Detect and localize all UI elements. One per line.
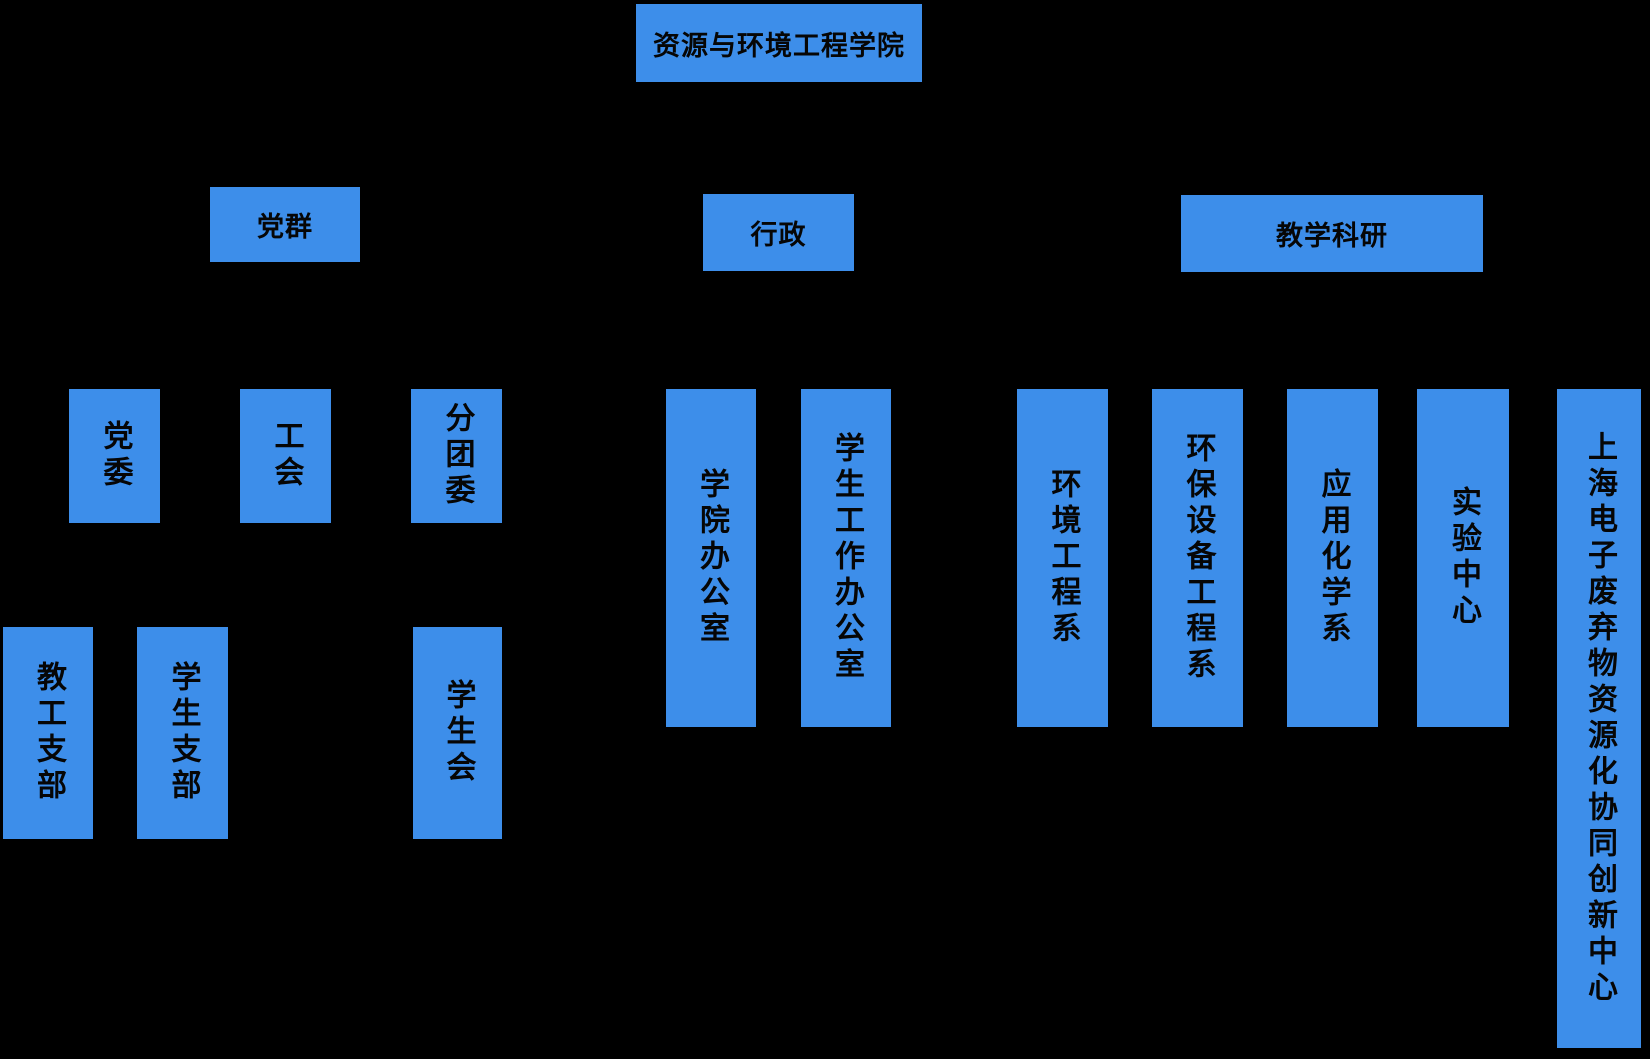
org-node-party-mass-group: 党群: [210, 187, 360, 262]
org-node-staff-party-branch-label: 教工支部: [31, 661, 66, 805]
org-node-teaching-research-label: 教学科研: [1276, 221, 1388, 252]
org-node-labor-union: 工会: [240, 389, 331, 523]
org-node-youth-league-committee-label: 分团委: [439, 402, 475, 510]
org-node-root-label: 资源与环境工程学院: [653, 30, 905, 62]
org-node-root: 资源与环境工程学院: [636, 4, 922, 82]
org-node-administration-group: 行政: [703, 194, 854, 271]
org-node-party-committee-label: 党委: [97, 420, 133, 492]
org-node-student-party-branch-label: 学生支部: [165, 661, 201, 805]
org-node-student-union: 学生会: [413, 627, 502, 839]
org-node-environmental-engineering-dept: 环境工程系: [1017, 389, 1108, 727]
org-node-staff-party-branch: 教工支部: [3, 627, 93, 839]
org-node-student-affairs-office: 学生工作办公室: [801, 389, 891, 727]
org-node-college-office: 学院办公室: [666, 389, 756, 727]
org-node-shanghai-ewaste-innovation-center-label: 上海电子废弃物资源化协同创新中心: [1582, 430, 1617, 1007]
org-node-youth-league-committee: 分团委: [411, 389, 502, 523]
org-node-student-union-label: 学生会: [440, 679, 476, 787]
org-node-student-party-branch: 学生支部: [137, 627, 228, 839]
org-node-student-affairs-office-label: 学生工作办公室: [829, 432, 864, 684]
org-node-teaching-research-group: 教学科研: [1181, 195, 1483, 272]
org-node-shanghai-ewaste-innovation-center: 上海电子废弃物资源化协同创新中心: [1557, 389, 1641, 1048]
org-node-college-office-label: 学院办公室: [694, 468, 729, 648]
org-node-experiment-center: 实验中心: [1417, 389, 1509, 727]
org-node-party-mass-label: 党群: [257, 212, 313, 243]
org-node-party-committee: 党委: [69, 389, 160, 523]
org-node-experiment-center-label: 实验中心: [1446, 486, 1481, 630]
org-node-environmental-engineering-dept-label: 环境工程系: [1045, 468, 1081, 648]
org-node-applied-chemistry-dept: 应用化学系: [1287, 389, 1378, 727]
org-node-labor-union-label: 工会: [268, 420, 304, 492]
org-node-environmental-protection-equipment-engineering-dept: 环保设备工程系: [1152, 389, 1243, 727]
org-node-environmental-protection-equipment-engineering-dept-label: 环保设备工程系: [1180, 432, 1216, 684]
org-node-applied-chemistry-dept-label: 应用化学系: [1315, 468, 1351, 648]
org-node-administration-label: 行政: [750, 220, 807, 251]
